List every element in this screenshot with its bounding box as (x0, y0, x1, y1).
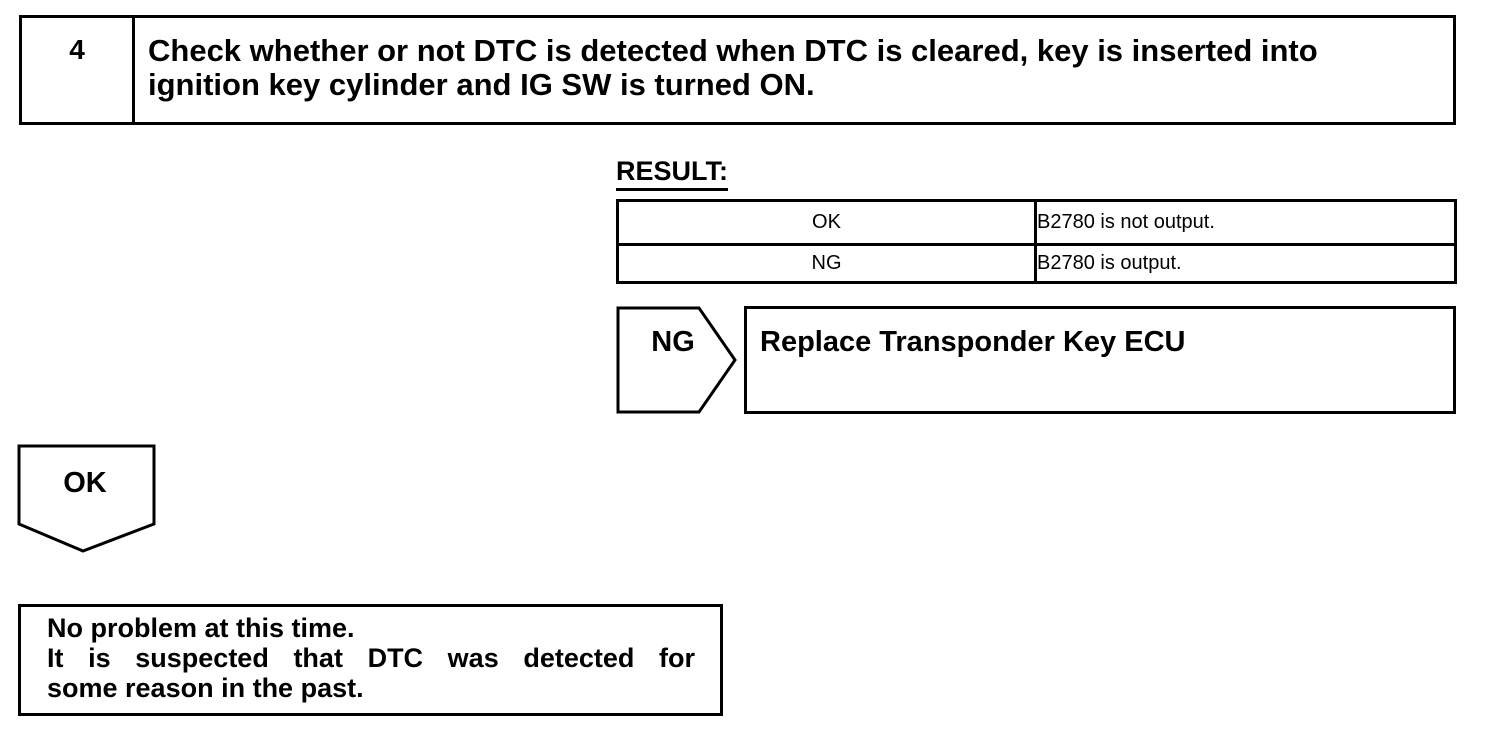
step-title: Check whether or not DTC is detected whe… (148, 33, 1318, 102)
ng-action-text: Replace Transponder Key ECU (760, 326, 1186, 358)
result-row-description: B2780 is output. (1037, 252, 1182, 274)
step-header-box (19, 15, 1456, 125)
ok-branch-label: OK (63, 467, 107, 499)
conclusion-line: It is suspected that DTC was detected fo… (47, 643, 695, 673)
ng-branch-label: NG (651, 326, 695, 358)
result-table: OK B2780 is not output. NG B2780 is outp… (616, 199, 1457, 284)
conclusion-line: No problem at this time. (47, 613, 355, 643)
step-header-divider (132, 15, 135, 125)
conclusion-box (18, 604, 723, 716)
ng-arrow-icon (616, 306, 737, 414)
conclusion-line: some reason in the past. (47, 673, 364, 703)
result-row-ng: NG B2780 is output. (619, 243, 1454, 284)
ok-arrow-icon (17, 444, 156, 553)
result-row-description: B2780 is not output. (1037, 211, 1215, 233)
ng-action-box (744, 306, 1456, 414)
step-number: 4 (69, 34, 85, 65)
conclusion-text: No problem at this time. It is suspected… (47, 613, 695, 703)
result-heading: RESULT: (616, 154, 728, 191)
result-row-label: NG (811, 252, 842, 274)
result-row-label: OK (812, 211, 841, 233)
result-table-column-divider (1034, 202, 1037, 281)
